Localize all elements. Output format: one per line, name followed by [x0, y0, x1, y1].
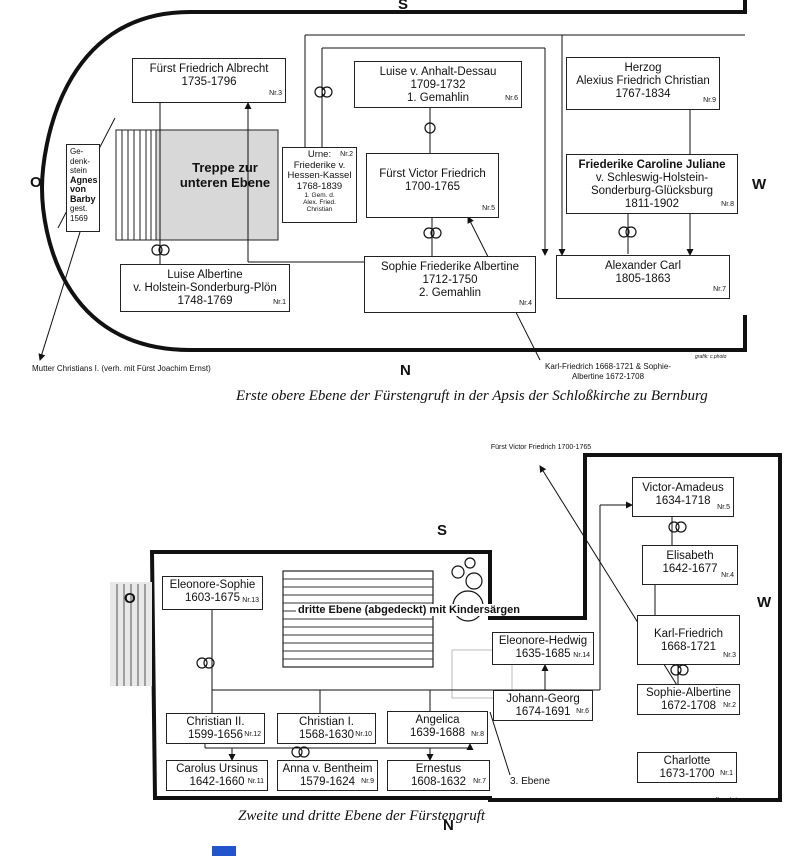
tomb-elisabeth: Elisabeth 1642-1677 Nr.4	[642, 545, 738, 585]
compass-west-upper: W	[752, 176, 767, 193]
urn-friederike-hessen-kassel: Urne: Friederike v. Hessen-Kassel 1768-1…	[282, 147, 357, 223]
compass-north-lower: N	[443, 817, 454, 834]
tomb-karl-friedrich: Karl-Friedrich 1668-1721 Nr.3	[637, 615, 740, 665]
upper-apse-wall	[39, 10, 747, 352]
east-entrance	[110, 582, 152, 686]
tomb-victor-friedrich: Fürst Victor Friedrich 1700-1765 Nr.5	[366, 153, 499, 218]
third-level-area	[282, 570, 434, 668]
lower-crypt-wall	[149, 453, 782, 802]
tomb-carolus-ursinus: Carolus Ursinus 1642-1660 Nr.11	[166, 760, 268, 791]
compass-east-lower: O	[124, 590, 136, 607]
tomb-alexander-carl: Alexander Carl 1805-1863 Nr.7	[556, 255, 730, 299]
karl-sophie-note: Karl-Friedrich 1668-1721 & Sophie-Albert…	[545, 362, 671, 381]
compass-west-lower: W	[757, 594, 772, 611]
gedenkstein-box: Ge- denk- stein Agnes von Barby gest. 15…	[66, 144, 100, 232]
tomb-christian-ii: Christian II. 1599-1656 Nr.12	[166, 713, 265, 744]
tomb-sophie-friederike-albertine: Sophie Friederike Albertine 1712-1750 2.…	[364, 256, 536, 313]
compass-east-upper: O	[30, 174, 42, 191]
tomb-charlotte: Charlotte 1673-1700 Nr.1	[637, 752, 737, 783]
tomb-friedrich-albrecht: Fürst Friedrich Albrecht 1735-1796 Nr.3	[132, 58, 286, 103]
tomb-eleonore-hedwig: Eleonore-Hedwig 1635-1685 Nr.14	[492, 632, 594, 665]
tomb-angelica: Angelica 1639-1688 Nr.8	[387, 711, 488, 744]
tomb-luise-anhalt-dessau: Luise v. Anhalt-Dessau 1709-1732 1. Gema…	[354, 61, 522, 108]
credit-lower: grafik: c.photo	[708, 797, 740, 803]
tomb-eleonore-sophie: Eleonore-Sophie 1603-1675 Nr.13	[162, 576, 263, 610]
tomb-christian-i: Christian I. 1568-1630 Nr.10	[277, 713, 376, 744]
stairs-label: Treppe zur unteren Ebene	[179, 160, 271, 190]
compass-south-upper: S	[398, 0, 409, 13]
tomb-johann-georg: Johann-Georg 1674-1691 Nr.6	[493, 690, 593, 721]
tomb-luise-albertine: Luise Albertine v. Holstein-Sonderburg-P…	[120, 264, 290, 312]
tomb-sophie-albertine: Sophie-Albertine 1672-1708 Nr.2	[637, 684, 740, 715]
tomb-ernestus: Ernestus 1608-1632 Nr.7	[387, 760, 490, 791]
victor-friedrich-note: Fürst Victor Friedrich 1700-1765	[490, 444, 592, 451]
tomb-alexius-friedrich-christian: Herzog Alexius Friedrich Christian 1767-…	[566, 57, 720, 110]
tomb-anna-bentheim: Anna v. Bentheim 1579-1624 Nr.9	[277, 760, 378, 791]
mutter-christians-note: Mutter Christians I. (verh. mit Fürst Jo…	[32, 364, 211, 373]
tomb-friederike-caroline-juliane: Friederike Caroline Juliane v. Schleswig…	[566, 154, 738, 214]
third-level-label: dritte Ebene (abgedeckt) mit Kindersärge…	[296, 604, 522, 616]
compass-north-upper: N	[400, 362, 411, 379]
caption-lower: Zweite und dritte Ebene der Fürstengruft	[238, 808, 486, 824]
credit-upper: grafik: c.photo	[695, 354, 727, 360]
tomb-victor-amadeus: Victor-Amadeus 1634-1718 Nr.5	[632, 477, 734, 517]
stairs-block	[115, 129, 279, 241]
caption-upper: Erste obere Ebene der Fürstengruft in de…	[236, 388, 708, 404]
third-level-marker: 3. Ebene	[510, 776, 551, 787]
compass-south-lower: S	[437, 522, 448, 539]
